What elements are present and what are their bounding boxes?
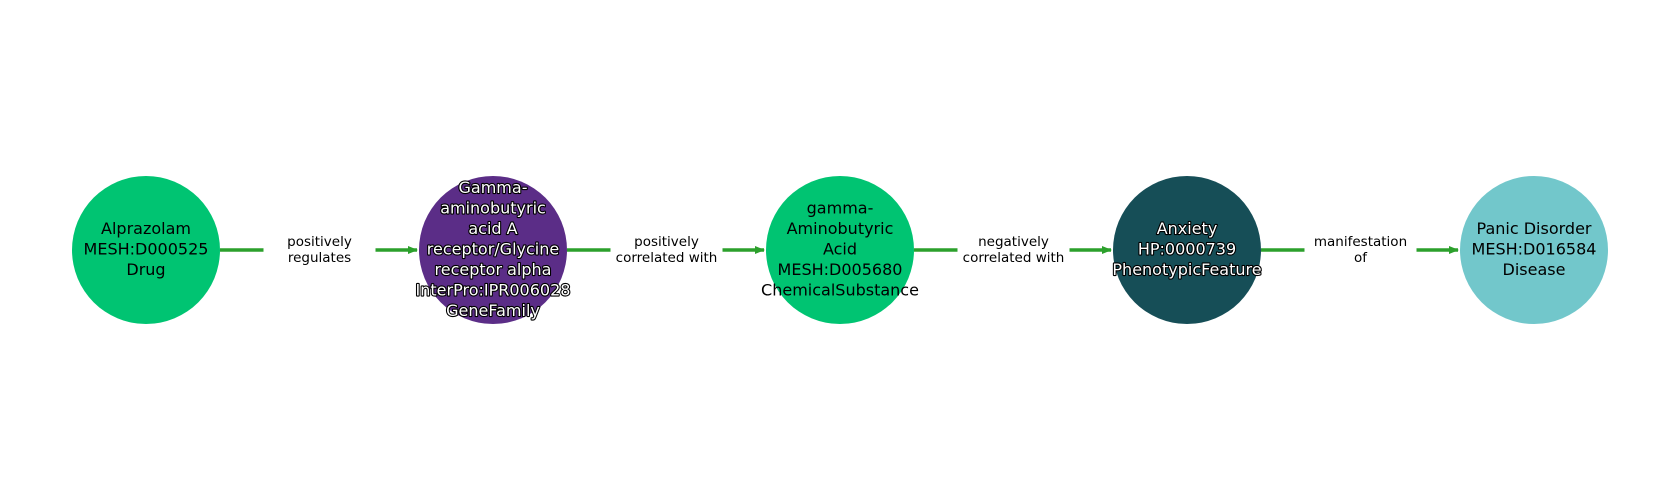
edge-label: correlated with [616,250,718,266]
node-label: Panic Disorder [1477,219,1592,238]
node-circle[interactable] [1113,176,1261,324]
node-label: Acid [823,240,857,259]
node-label: receptor alpha [435,260,552,279]
node-label: acid A [468,219,517,238]
edge-label: correlated with [963,250,1065,266]
edge-label: negatively [978,234,1049,250]
node-label: aminobutyric [440,199,546,218]
node-label: Disease [1503,260,1566,279]
node-circle[interactable] [72,176,220,324]
edge-label: of [1354,250,1368,266]
edges-layer: positivelyregulatespositivelycorrelated … [220,232,1459,268]
node-label: Gamma- [459,178,528,197]
node-label: gamma- [807,199,874,218]
node-label: Aminobutyric [787,219,894,238]
edge-label-background [957,232,1070,268]
node-gaba[interactable]: gamma-AminobutyricAcidMESH:D005680Chemic… [761,176,919,324]
node-label: PhenotypicFeature [1112,260,1261,279]
node-label: receptor/Glycine [427,240,559,259]
node-circle[interactable] [419,176,567,324]
node-label: GeneFamily [446,301,540,320]
edge-label-background [263,232,376,268]
node-circle[interactable] [1460,176,1608,324]
edge-label: positively [634,234,699,250]
node-label: MESH:D000525 [84,240,209,259]
edge-label: regulates [288,250,351,266]
edge-label: positively [287,234,352,250]
node-label: MESH:D016584 [1472,240,1597,259]
node-label: Alprazolam [101,219,191,238]
node-label: MESH:D005680 [778,260,903,279]
node-circle[interactable] [766,176,914,324]
edge-label: manifestation [1314,234,1407,250]
edge-label-background [1304,232,1417,268]
edge-label-background [610,232,723,268]
node-label: HP:0000739 [1138,240,1236,259]
node-label: ChemicalSubstance [761,281,919,300]
node-label: Drug [126,260,165,279]
node-label: InterPro:IPR006028 [416,281,571,300]
node-label: Anxiety [1157,219,1218,238]
